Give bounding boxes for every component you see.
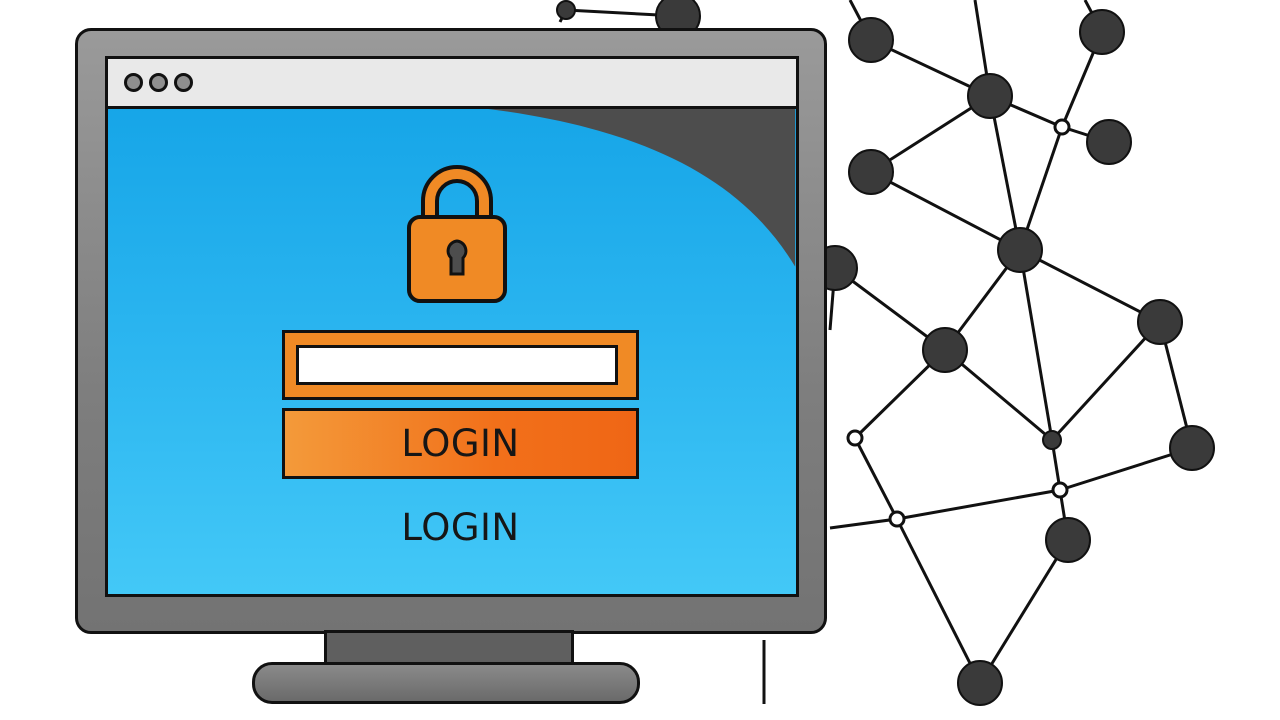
network-node — [957, 660, 1003, 706]
network-node — [846, 429, 864, 447]
network-link — [896, 488, 1061, 521]
network-node — [997, 227, 1043, 273]
network-link — [1018, 249, 1054, 441]
network-link — [870, 170, 1021, 252]
login-button[interactable]: LOGIN — [282, 408, 639, 479]
network-node — [1051, 481, 1069, 499]
screen-corner-shade — [484, 108, 796, 267]
network-link — [1059, 446, 1193, 492]
network-link — [853, 437, 899, 520]
network-node — [922, 327, 968, 373]
network-link — [944, 348, 1053, 442]
network-node — [1045, 517, 1091, 563]
monitor-stand — [252, 662, 640, 704]
login-caption: LOGIN — [401, 506, 520, 549]
network-node — [1079, 9, 1125, 55]
network-link — [829, 517, 898, 530]
monitor-bezel: LOGIN LOGIN — [75, 28, 827, 634]
browser-title-bar — [108, 59, 796, 109]
network-link — [988, 95, 1022, 251]
network-link — [870, 94, 991, 174]
window-dot-icon[interactable] — [124, 73, 143, 92]
network-link — [978, 539, 1070, 684]
network-link — [1019, 248, 1161, 324]
network-node — [1169, 425, 1215, 471]
window-dot-icon[interactable] — [174, 73, 193, 92]
monitor-screen: LOGIN LOGIN — [105, 56, 799, 597]
padlock-icon — [407, 165, 507, 303]
network-node — [1086, 119, 1132, 165]
network-node — [1042, 430, 1062, 450]
network-link — [895, 518, 982, 684]
network-node — [1137, 299, 1183, 345]
network-node — [967, 73, 1013, 119]
network-node — [848, 17, 894, 63]
network-node — [1053, 118, 1071, 136]
username-input[interactable] — [296, 345, 618, 385]
network-link — [1050, 320, 1162, 442]
network-node — [848, 149, 894, 195]
network-node — [888, 510, 906, 528]
network-node — [556, 0, 576, 20]
window-dot-icon[interactable] — [149, 73, 168, 92]
username-field — [282, 330, 639, 400]
